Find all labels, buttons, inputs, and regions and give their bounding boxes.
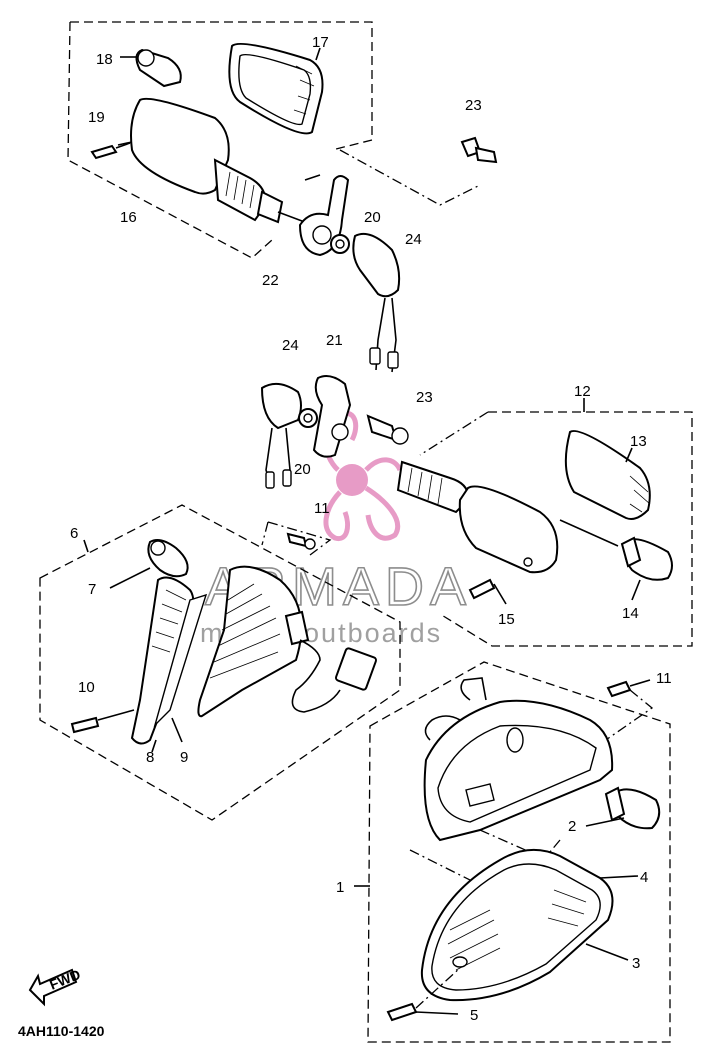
callout-3: 3 (632, 955, 640, 972)
lens-13 (564, 430, 651, 520)
callout-13: 13 (630, 433, 647, 450)
callout-9: 9 (180, 749, 188, 766)
callout-6: 6 (70, 525, 78, 542)
callout-24a: 24 (405, 231, 422, 248)
bulb-2 (585, 786, 661, 830)
callout-17: 17 (312, 34, 329, 51)
housing-1 (409, 677, 614, 901)
callout-1: 1 (336, 879, 344, 896)
callout-12: 12 (574, 383, 591, 400)
callout-23b: 23 (416, 389, 433, 406)
bulb-7 (109, 539, 189, 589)
bracket-21 (312, 375, 352, 458)
bulb-14 (559, 519, 673, 601)
nut-20-top (330, 234, 350, 254)
screw-5 (386, 967, 461, 1022)
screw-15 (468, 578, 507, 605)
bulb-18 (120, 48, 182, 88)
callout-15: 15 (498, 611, 515, 628)
callout-24b: 24 (282, 337, 299, 354)
callout-2: 2 (568, 818, 576, 835)
screw-23-mid (366, 414, 409, 445)
callout-20b: 20 (294, 461, 311, 478)
callout-10: 10 (78, 679, 95, 696)
drawing-code: 4AH110-1420 (18, 1023, 105, 1039)
gasket-9 (153, 593, 208, 743)
callout-8: 8 (146, 749, 154, 766)
housing-6 (197, 565, 378, 718)
fwd-label: FWD (47, 966, 83, 993)
callout-14: 14 (622, 605, 639, 622)
grommet-24-mid (260, 382, 302, 489)
group-6-outline (39, 504, 401, 821)
callout-18: 18 (96, 51, 113, 68)
callout-5: 5 (470, 1007, 478, 1024)
screw-10 (70, 709, 135, 734)
grommet-24-top (352, 232, 401, 373)
callout-11b: 11 (656, 670, 672, 687)
screw-11-mid (261, 521, 332, 556)
housing-16 (117, 97, 311, 225)
fwd-arrow-icon: FWD (28, 966, 83, 1007)
nut-20-mid (298, 408, 318, 428)
callout-19: 19 (88, 109, 105, 126)
group-12-outline (419, 398, 693, 647)
callout-4: 4 (640, 869, 648, 886)
callout-11a: 11 (314, 500, 330, 517)
callout-16: 16 (120, 209, 137, 226)
screw-11-low (599, 679, 654, 745)
callout-20a: 20 (364, 209, 381, 226)
group-1-outline (354, 661, 671, 1043)
callouts: 18 17 19 16 23 20 24 22 24 21 23 12 13 2… (70, 34, 672, 1024)
callout-21: 21 (326, 332, 343, 349)
screw-23-top (460, 136, 498, 164)
group-16-outline (67, 21, 481, 259)
screw-19 (90, 142, 131, 160)
callout-22: 22 (262, 272, 279, 289)
housing-12 (396, 460, 559, 574)
callout-7: 7 (88, 581, 96, 598)
lens-3 (420, 848, 639, 1002)
lens-17 (228, 42, 324, 135)
callout-23a: 23 (465, 97, 482, 114)
